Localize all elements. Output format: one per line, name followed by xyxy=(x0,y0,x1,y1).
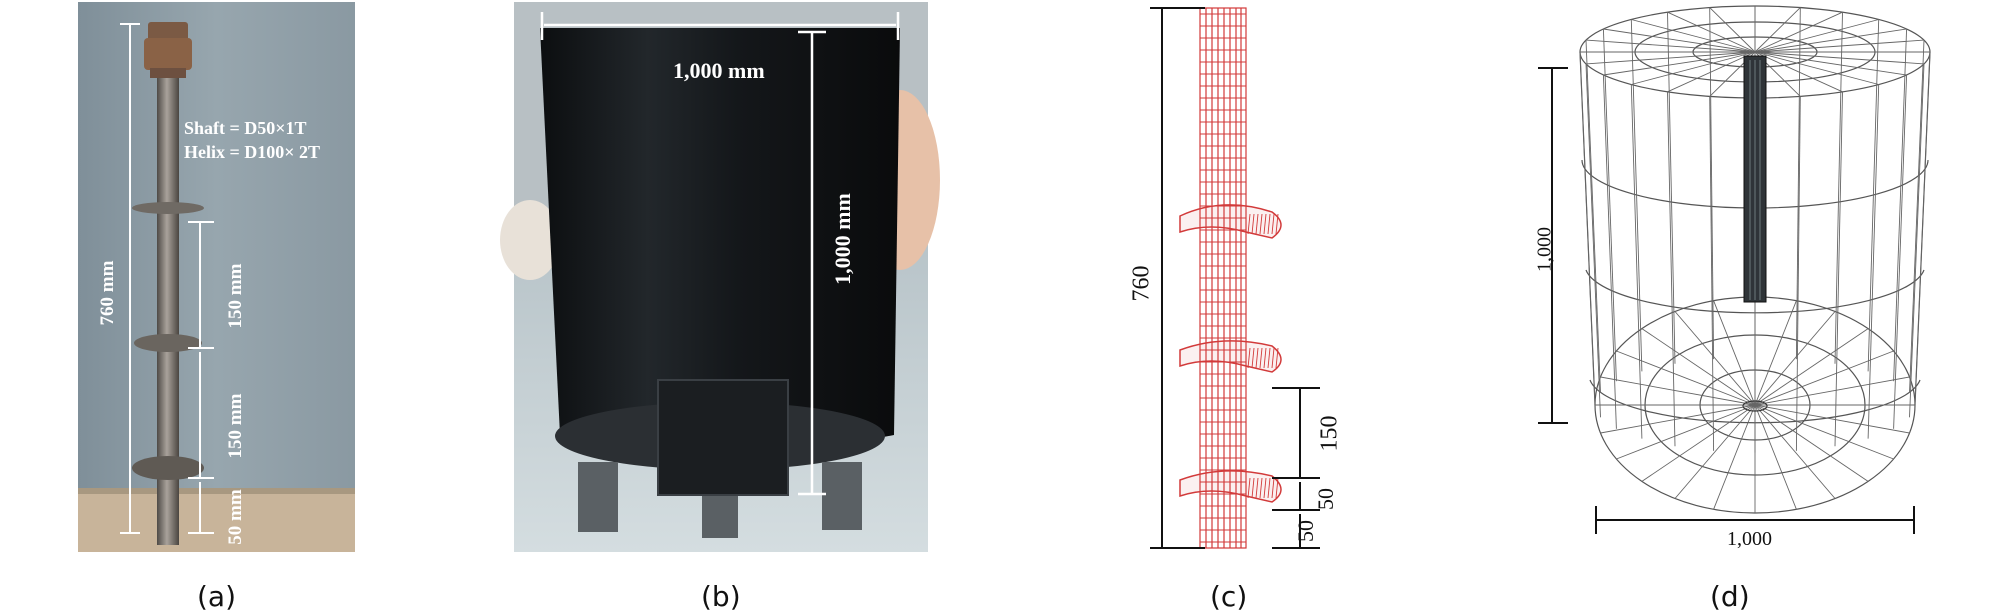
helix-spec-label: Helix = D100× 2T xyxy=(184,142,321,162)
pile-mesh-model xyxy=(1150,7,1320,549)
container-height-label: 1,000 xyxy=(1533,227,1556,272)
panel-b: 1,000 mm 1,000 mm (b) xyxy=(0,0,1000,615)
tank-width-label: 1,000 mm xyxy=(673,58,765,83)
panel-a: 760 mm 150 mm 150 mm 50 mm Shaft = D50×1… xyxy=(0,0,400,615)
soil-container-mesh-model xyxy=(1538,5,1931,534)
caption-b: (b) xyxy=(701,580,741,613)
caption-d: (d) xyxy=(1710,580,1750,613)
container-width-label: 1,000 xyxy=(1727,528,1772,550)
soil-tank-photo xyxy=(500,2,940,552)
helical-pile-photo xyxy=(78,2,355,552)
caption-a: (a) xyxy=(197,580,237,613)
panel-c: 760 150 50 50 (c) xyxy=(1129,7,1343,613)
caption-c: (c) xyxy=(1210,580,1248,613)
shaft-spec-label: Shaft = D50×1T xyxy=(184,118,307,138)
